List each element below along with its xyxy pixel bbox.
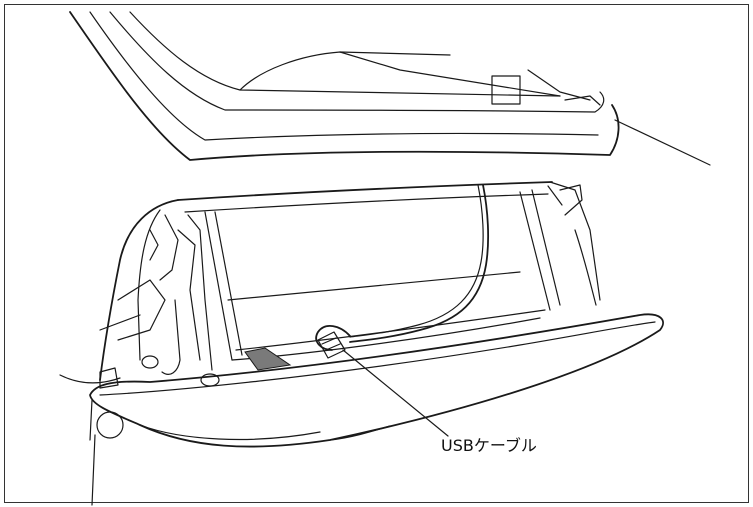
leader-line-bottom: [91, 434, 96, 506]
dashboard-upper-panel: [69, 11, 711, 166]
figure-frame: [4, 4, 749, 503]
left-side-hinge: [59, 199, 220, 389]
lid-left-edge: [89, 399, 93, 441]
glove-box-bin: [177, 181, 601, 361]
usb-cable-label: USBケーブル: [441, 436, 537, 455]
usb-callout-leader: [342, 349, 449, 437]
glove-box-lid: [89, 313, 664, 506]
usb-cable: [315, 184, 490, 359]
leader-line-right: [614, 119, 711, 166]
lid-knob: [96, 411, 124, 439]
